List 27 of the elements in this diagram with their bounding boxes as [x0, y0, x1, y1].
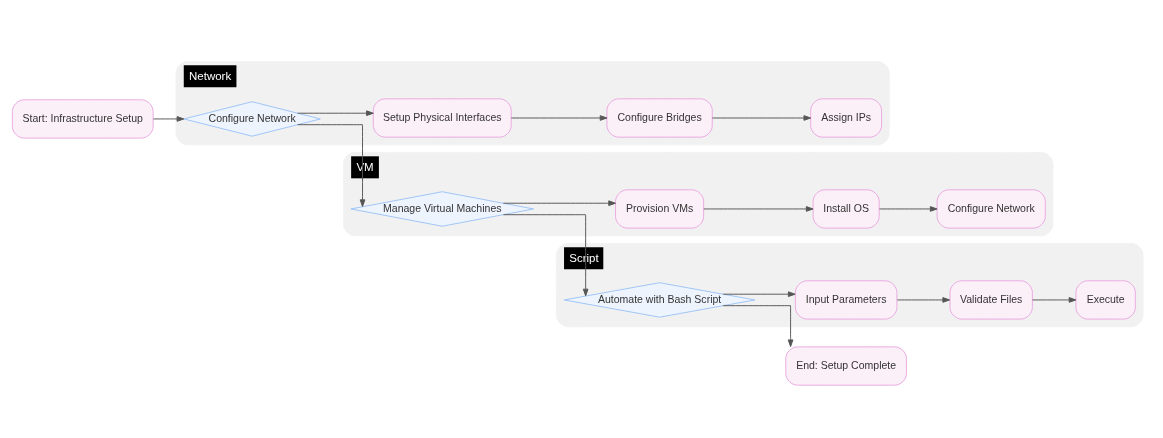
node-box: Install OS [812, 188, 880, 229]
node-box: Provision VMs [615, 188, 705, 229]
node-box: Configure Network [936, 188, 1046, 229]
node-box: End: Setup Complete [785, 345, 907, 386]
arrow [722, 290, 796, 297]
arrow [878, 205, 938, 212]
node-diamond: Manage Virtual Machines [350, 190, 535, 227]
arrow [1032, 296, 1077, 303]
node-box: Validate Files [949, 279, 1033, 320]
node-box: Setup Physical Interfaces [372, 97, 512, 138]
node-box: Execute [1075, 279, 1136, 320]
arrow [510, 114, 608, 121]
arrow [297, 123, 366, 207]
node-box: Configure Bridges [606, 97, 713, 138]
arrow [703, 205, 814, 212]
node-box: Start: Infrastructure Setup [11, 98, 154, 139]
arrow [711, 114, 812, 121]
arrow [152, 115, 185, 122]
arrow [896, 296, 951, 303]
node-box: Input Parameters [794, 279, 898, 320]
arrow [722, 304, 794, 347]
node-box: Assign IPs [810, 97, 883, 138]
node-diamond: Automate with Bash Script [563, 281, 756, 318]
arrow [297, 109, 374, 116]
arrow [503, 213, 589, 296]
node-diamond: Configure Network [183, 100, 321, 137]
arrow [502, 199, 616, 206]
